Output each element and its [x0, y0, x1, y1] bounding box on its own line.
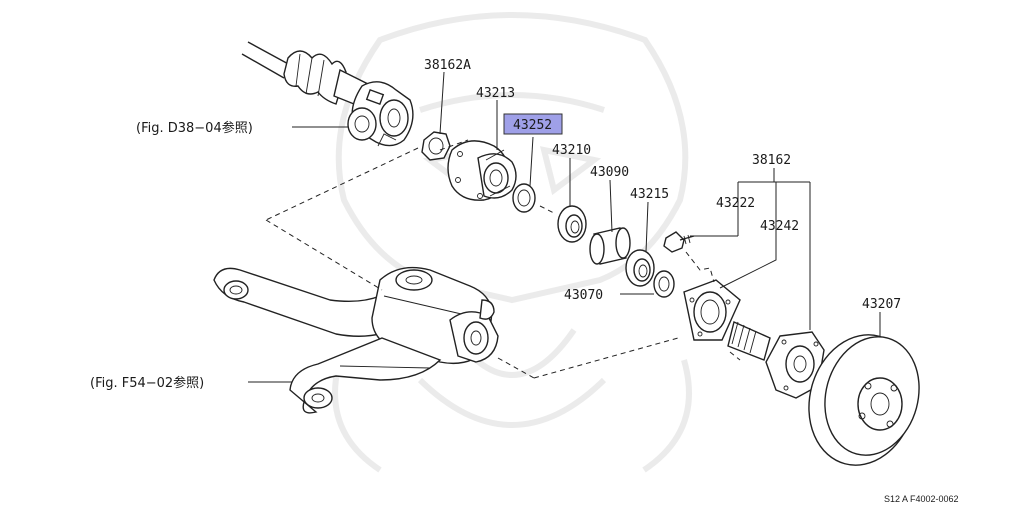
label-38162[interactable]: 38162: [752, 153, 791, 168]
rear-axle-shaft: [727, 321, 825, 399]
label-43215[interactable]: 43215: [630, 187, 669, 202]
label-43090[interactable]: 43090: [590, 165, 629, 180]
reference-lower-fig[interactable]: (Fig. F54−02参照): [90, 375, 204, 391]
outer-oil-seal: [653, 270, 675, 298]
label-43210[interactable]: 43210: [552, 143, 591, 158]
drive-shaft-assembly: [241, 41, 414, 147]
reference-upper-fig[interactable]: (Fig. D38−04参照): [136, 120, 253, 136]
label-43222[interactable]: 43222: [716, 196, 755, 211]
assembly-outline-dashed: [265, 139, 741, 379]
companion-flange: [447, 140, 517, 201]
dust-cover-plate: [683, 279, 741, 341]
watermark-crest: [332, 12, 692, 473]
outer-bearing: [625, 249, 655, 287]
lock-nut: [421, 131, 451, 161]
label-43207[interactable]: 43207: [862, 297, 901, 312]
label-43213[interactable]: 43213: [476, 86, 515, 101]
oil-seal-43252: [512, 183, 536, 213]
figure-code: S12 A F4002-0062: [884, 494, 959, 504]
leader-lines: [248, 71, 881, 383]
bearing-spacer: [589, 227, 631, 265]
highlight-box-43252[interactable]: [503, 113, 563, 135]
label-38162A[interactable]: 38162A: [424, 58, 471, 73]
hub-bolt: [663, 231, 695, 253]
label-43252[interactable]: 43252: [513, 118, 552, 133]
inner-bearing: [557, 205, 587, 243]
label-43070[interactable]: 43070: [564, 288, 603, 303]
rear-suspension-member: [213, 266, 499, 414]
label-43242[interactable]: 43242: [760, 219, 799, 234]
brake-disc-rotor: [808, 334, 920, 466]
